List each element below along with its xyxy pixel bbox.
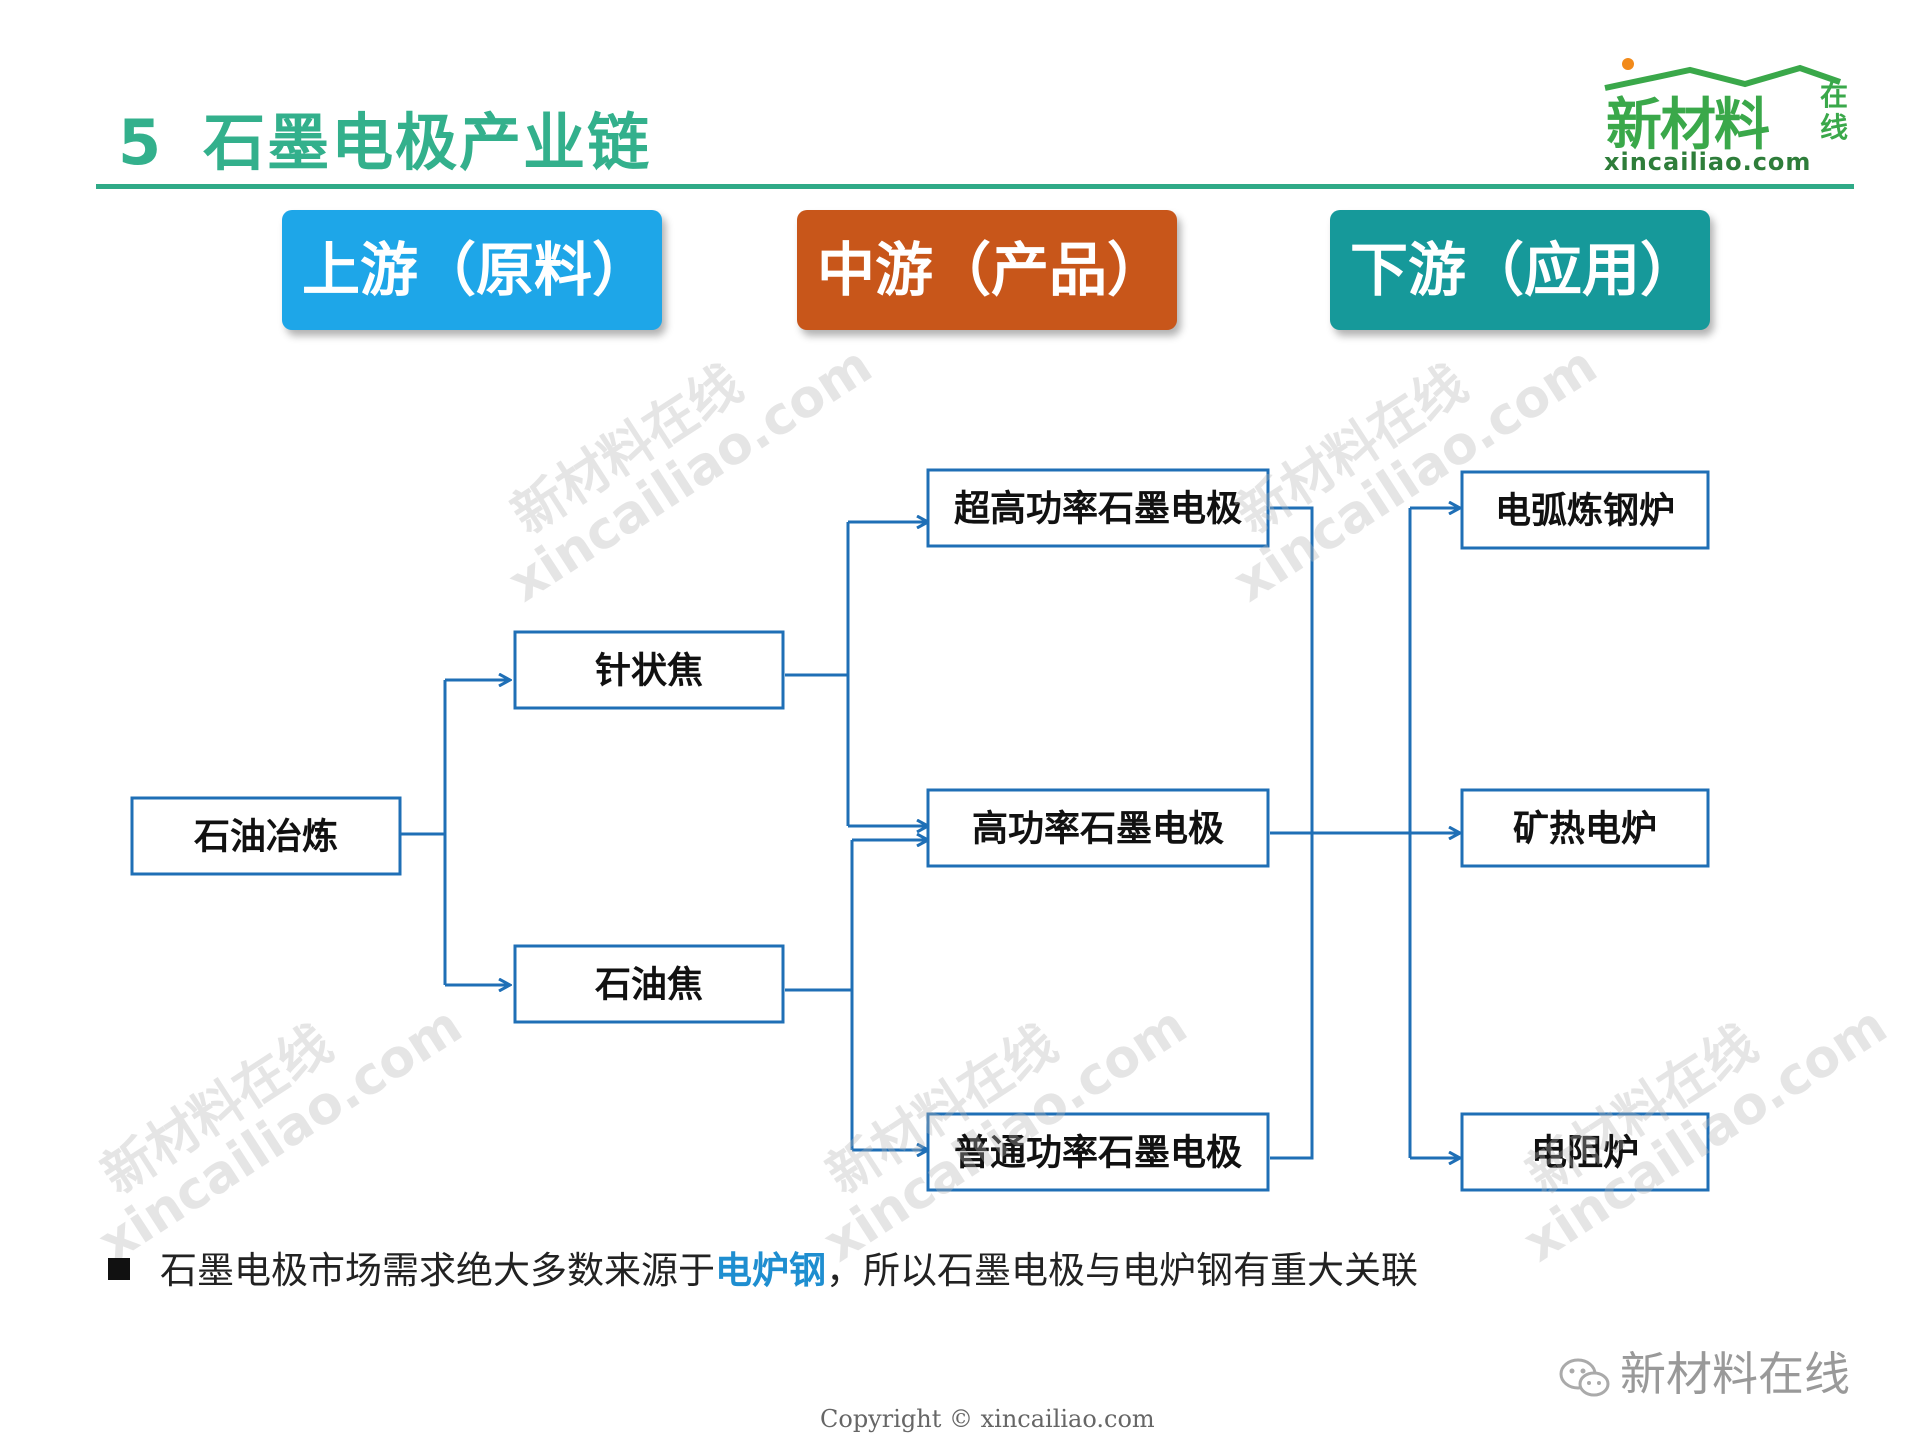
node-box-saf bbox=[1460, 788, 1710, 868]
node-needle-coke: 针状焦 bbox=[595, 651, 703, 692]
title-number: 5 bbox=[118, 106, 164, 179]
page-title: 5 石墨电极产业链 bbox=[118, 92, 651, 182]
note-prefix: 石墨电极市场需求绝大多数来源于 bbox=[160, 1249, 715, 1292]
node-uhp-electrode: 超高功率石墨电极 bbox=[954, 489, 1242, 530]
node-box-needle-coke bbox=[513, 630, 785, 710]
node-hp-electrode: 高功率石墨电极 bbox=[972, 809, 1224, 850]
node-petroleum-coke: 石油焦 bbox=[595, 965, 703, 1006]
title-text: 石墨电极产业链 bbox=[203, 106, 652, 179]
node-box-rp bbox=[926, 1112, 1270, 1192]
copyright: Copyright © xincailiao.com bbox=[820, 1405, 1155, 1433]
upstream-header: 上游（原料） bbox=[282, 210, 662, 330]
node-box-petroleum-coke bbox=[513, 944, 785, 1024]
node-box-hp bbox=[926, 788, 1270, 868]
logo-text: 新材料 bbox=[1606, 93, 1770, 158]
midstream-header: 中游（产品） bbox=[797, 210, 1177, 330]
node-box-resistance bbox=[1460, 1112, 1710, 1192]
logo-side-text: 在线 bbox=[1820, 79, 1849, 144]
wechat-account-name: 新材料在线 bbox=[1620, 1347, 1850, 1401]
node-box-refining bbox=[130, 796, 402, 876]
logo-roof-icon bbox=[1604, 58, 1841, 91]
downstream-header: 下游（应用） bbox=[1330, 210, 1710, 330]
node-saf: 矿热电炉 bbox=[1513, 809, 1657, 850]
node-box-uhp bbox=[926, 468, 1270, 548]
logo-url: xincailiao.com bbox=[1604, 148, 1812, 176]
node-rp-electrode: 普通功率石墨电极 bbox=[954, 1133, 1242, 1174]
square-bullet-icon bbox=[108, 1257, 130, 1280]
title-divider bbox=[96, 184, 1854, 189]
node-refining: 石油冶炼 bbox=[194, 817, 338, 858]
node-box-eaf bbox=[1460, 470, 1710, 550]
node-resistance: 电阻炉 bbox=[1531, 1133, 1639, 1174]
note-suffix: ，所以石墨电极与电炉钢有重大关联 bbox=[826, 1249, 1418, 1292]
wechat-source: 新材料在线 bbox=[1558, 1338, 1850, 1404]
node-eaf: 电弧炼钢炉 bbox=[1495, 491, 1675, 532]
note-highlight: 电炉钢 bbox=[715, 1249, 826, 1292]
wechat-icon bbox=[1559, 1358, 1610, 1396]
bullet-note: 石墨电极市场需求绝大多数来源于电炉钢，所以石墨电极与电炉钢有重大关联 bbox=[108, 1240, 1418, 1294]
